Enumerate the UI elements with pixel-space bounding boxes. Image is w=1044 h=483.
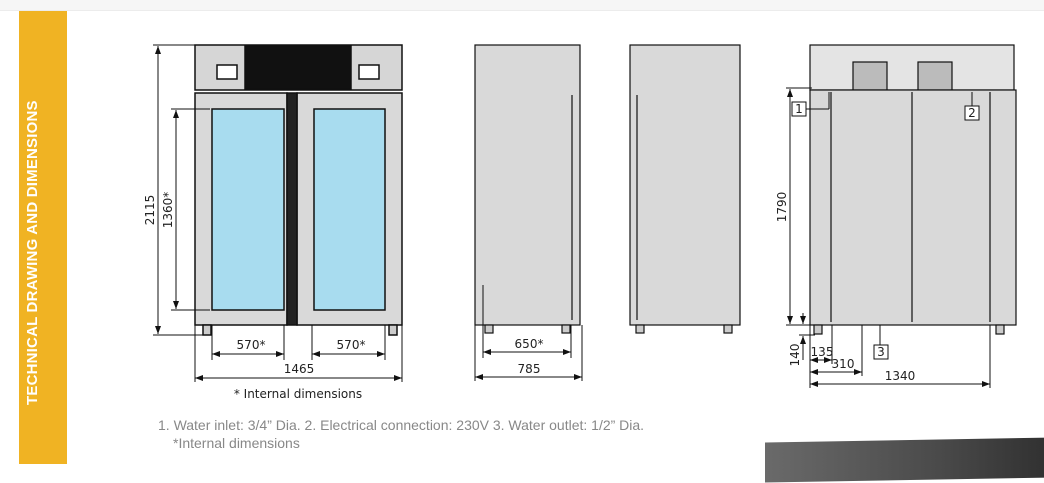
internal-dimensions-footnote: * Internal dimensions xyxy=(234,387,362,401)
svg-text:3: 3 xyxy=(877,345,885,359)
product-photo-partial xyxy=(765,437,1044,483)
callout-2: 2 xyxy=(964,105,980,121)
technical-drawing: 2115 1360* 570* 570* 1465 * Internal dim… xyxy=(143,44,1017,401)
front-view xyxy=(194,44,403,336)
dim-door-left-width: 570* xyxy=(237,338,266,352)
dim-foot-height: 140 xyxy=(788,344,802,367)
compressor-icon xyxy=(852,61,888,91)
dim-door-right-width: 570* xyxy=(337,338,366,352)
dim-height: 2115 xyxy=(143,195,157,226)
dim-internal-height: 1360* xyxy=(161,192,175,229)
notes: 1. Water inlet: 3/4” Dia. 2. Electrical … xyxy=(158,416,644,452)
control-display-icon xyxy=(216,64,238,80)
glass-door-left xyxy=(211,108,285,311)
callout-1: 1 xyxy=(791,101,807,117)
dim-outlet-offset: 310 xyxy=(832,357,855,371)
top-band xyxy=(0,0,1044,11)
side-view-right xyxy=(629,44,741,334)
control-display-icon xyxy=(358,64,380,80)
dim-depth: 785 xyxy=(518,362,541,376)
svg-text:2: 2 xyxy=(968,106,976,120)
notes-line-1: 1. Water inlet: 3/4” Dia. 2. Electrical … xyxy=(158,417,645,433)
section-sidebar xyxy=(19,11,67,464)
notes-line-2: *Internal dimensions xyxy=(173,435,300,451)
dim-width: 1465 xyxy=(284,362,315,376)
dim-inlet-offset: 135 xyxy=(811,345,834,359)
dim-internal-depth: 650* xyxy=(515,337,544,351)
dim-rear-height: 1790 xyxy=(775,192,789,223)
compressor-icon xyxy=(917,61,953,91)
rear-view xyxy=(809,44,1017,335)
glass-door-right xyxy=(313,108,386,311)
callout-3: 3 xyxy=(873,344,889,360)
dim-rear-width: 1340 xyxy=(885,369,916,383)
side-view-left xyxy=(474,44,581,334)
svg-text:1: 1 xyxy=(795,102,803,116)
